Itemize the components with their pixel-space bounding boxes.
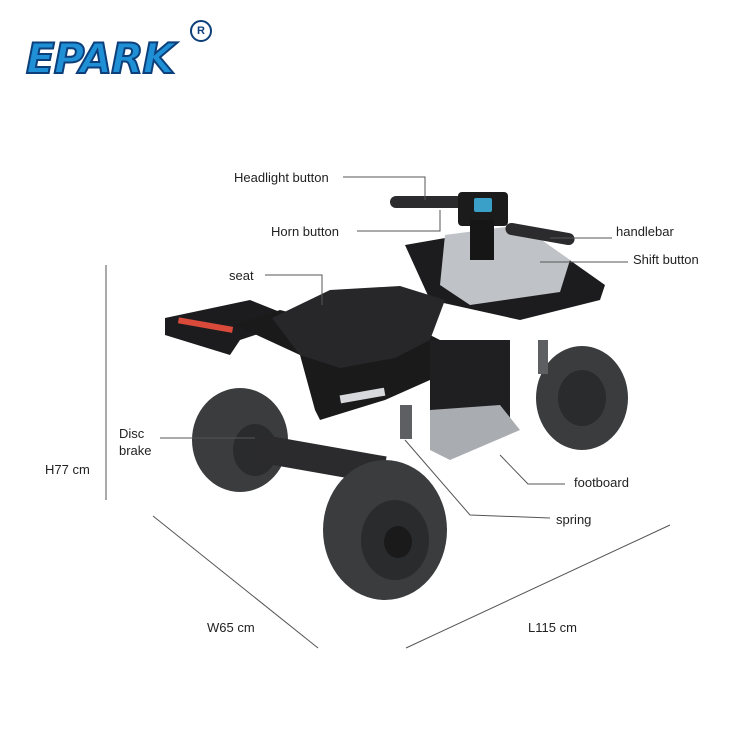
dimension-height: H77 cm xyxy=(45,462,90,477)
footboard-plate xyxy=(430,405,520,460)
seat-leader xyxy=(265,274,323,305)
footboard-leader xyxy=(499,454,565,485)
spring-shape xyxy=(400,405,412,439)
rear-right-wheel xyxy=(536,346,628,450)
logo-text: EPARK xyxy=(25,33,176,84)
handlebar-assembly xyxy=(390,192,575,260)
width-dimension-line xyxy=(152,515,319,649)
label-spring: spring xyxy=(556,512,592,527)
side-light xyxy=(339,387,386,404)
label-shift-button: Shift button xyxy=(633,252,699,267)
length-dimension-line xyxy=(405,524,671,649)
dimension-length: L115 cm xyxy=(528,620,577,635)
spring-leader xyxy=(404,439,551,519)
label-disc-brake-line2: brake xyxy=(119,443,152,458)
registered-mark: R xyxy=(190,20,212,42)
dimension-width: W65 cm xyxy=(207,620,255,635)
label-headlight-button: Headlight button xyxy=(234,170,329,185)
label-seat: seat xyxy=(229,268,254,283)
front-spring-shape xyxy=(538,340,548,374)
brand-logo: EPARK R xyxy=(22,20,212,92)
label-disc-brake-line1: Disc xyxy=(119,426,145,441)
headlight-leader xyxy=(343,176,426,200)
rear-light xyxy=(177,317,234,333)
label-horn-button: Horn button xyxy=(271,224,339,239)
label-handlebar: handlebar xyxy=(616,224,674,239)
front-left-wheel xyxy=(323,460,447,600)
seat-shape xyxy=(272,286,445,368)
horn-leader xyxy=(357,210,441,232)
label-footboard: footboard xyxy=(574,475,629,490)
